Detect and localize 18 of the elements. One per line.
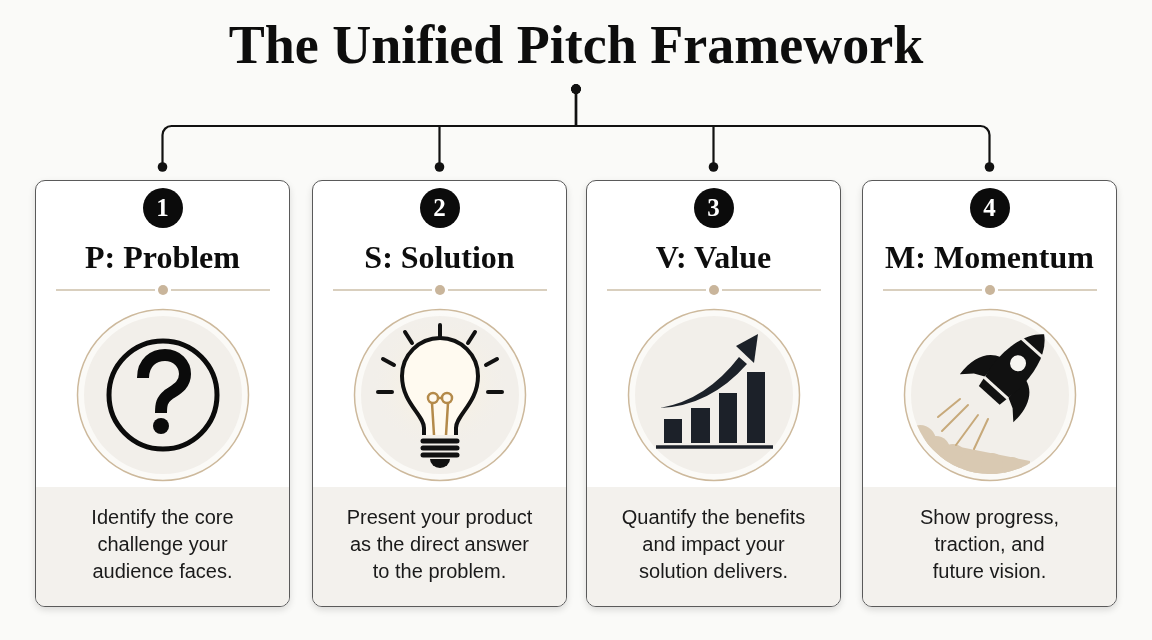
step-card — [35, 180, 290, 607]
diagram-title: The Unified Pitch Framework — [228, 14, 924, 77]
step-description: Show progress, traction, and future vision. — [919, 505, 1060, 584]
step-card — [586, 180, 841, 607]
step-card — [312, 180, 567, 607]
step-card — [862, 180, 1117, 607]
step-heading: P: Problem — [85, 239, 240, 276]
step-number-badge: 4 — [969, 188, 1010, 228]
step-description: Identify the core challenge your audience faces. — [90, 505, 235, 584]
step-heading: S: Solution — [364, 239, 515, 276]
step-number-badge: 2 — [419, 188, 460, 228]
step-number-badge: 1 — [142, 188, 183, 228]
step-description: Quantify the benefits and impact your solution delivers. — [620, 505, 807, 584]
connector-line — [571, 84, 995, 172]
step-heading: M: Momentum — [885, 239, 1094, 276]
step-heading: V: Value — [655, 239, 772, 276]
step-description: Present your product as the direct answer to the problem. — [345, 505, 534, 584]
step-number-badge: 3 — [693, 188, 734, 228]
